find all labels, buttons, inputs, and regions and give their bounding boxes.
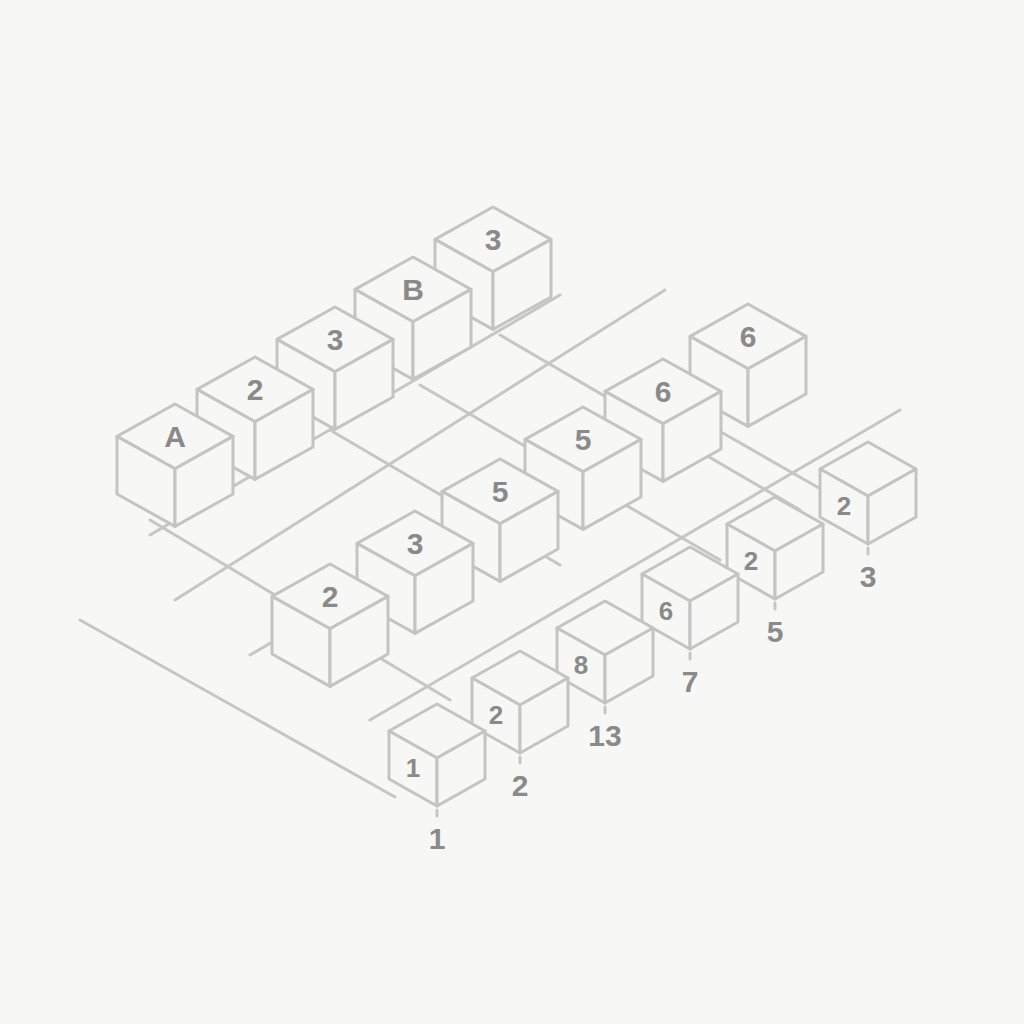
cube-outline [818, 440, 918, 546]
cube-label: 3 [327, 323, 344, 356]
grid-line [175, 290, 665, 600]
cube-label: 6 [740, 320, 757, 353]
cube-face [357, 543, 415, 633]
column-total: 3 [860, 560, 877, 593]
grid-line [370, 410, 900, 720]
cube-outline [725, 495, 825, 601]
cube-face [442, 491, 500, 581]
cube-face [435, 239, 493, 329]
column-total: 7 [682, 665, 699, 698]
leader-tick [519, 757, 522, 763]
leader-tick [689, 653, 692, 659]
number-cube: A [115, 402, 235, 528]
cube-outline [387, 702, 487, 808]
column-total: 13 [588, 719, 621, 752]
number-cube: 8 [555, 599, 655, 705]
cube-label: 5 [575, 423, 592, 456]
cube-face [255, 389, 313, 479]
cube-face [605, 391, 663, 481]
cube-face [690, 574, 738, 649]
number-cube: 2 [725, 495, 825, 601]
cube-label: 6 [655, 375, 672, 408]
cube-face [868, 469, 916, 544]
number-cube: 1 [387, 702, 487, 808]
cube-face [272, 596, 330, 686]
column-total: 1 [429, 822, 446, 855]
cube-label: 2 [744, 547, 758, 576]
cube-face [605, 628, 653, 703]
number-cube: 6 [640, 545, 740, 651]
cube-face [775, 524, 823, 599]
cube-outline [555, 599, 655, 705]
cube-face [415, 543, 473, 633]
cube-face [727, 524, 775, 599]
cube-label: A [164, 420, 186, 453]
number-cube: 2 [818, 440, 918, 546]
leader-tick [436, 810, 439, 816]
cube-label: 3 [407, 527, 424, 560]
cube-label: 2 [489, 701, 503, 730]
cube-face [520, 678, 568, 753]
cube-face [472, 678, 520, 753]
cube-label: 6 [659, 597, 673, 626]
cube-face [525, 439, 583, 529]
cube-face [583, 439, 641, 529]
cube-face [493, 239, 551, 329]
cube-label: B [402, 273, 424, 306]
cube-face [437, 731, 485, 806]
cube-label: 8 [574, 651, 588, 680]
cube-face [690, 336, 748, 426]
cube-label: 5 [492, 475, 509, 508]
cube-outline [640, 545, 740, 651]
column-total: 5 [767, 615, 784, 648]
cube-face [557, 628, 605, 703]
cube-label: 1 [406, 754, 420, 783]
cube-label: 3 [485, 223, 502, 256]
cube-face [277, 339, 335, 429]
leader-tick [867, 548, 870, 554]
cube-label: 2 [837, 492, 851, 521]
cube-face [748, 336, 806, 426]
cube-label: 2 [322, 580, 339, 613]
leader-tick [604, 707, 607, 713]
cube-face [500, 491, 558, 581]
column-total: 2 [512, 769, 529, 802]
cube-face [389, 731, 437, 806]
number-cube: 2 [270, 562, 390, 688]
leader-ticks [437, 548, 868, 816]
cube-face [820, 469, 868, 544]
grid-line [150, 295, 560, 535]
cube-face [663, 391, 721, 481]
cube-face [335, 339, 393, 429]
cube-face [642, 574, 690, 649]
cube-face [197, 389, 255, 479]
cube-face [330, 596, 388, 686]
cube-label: 2 [247, 373, 264, 406]
leader-tick [774, 603, 777, 609]
grid-lines [80, 290, 900, 797]
